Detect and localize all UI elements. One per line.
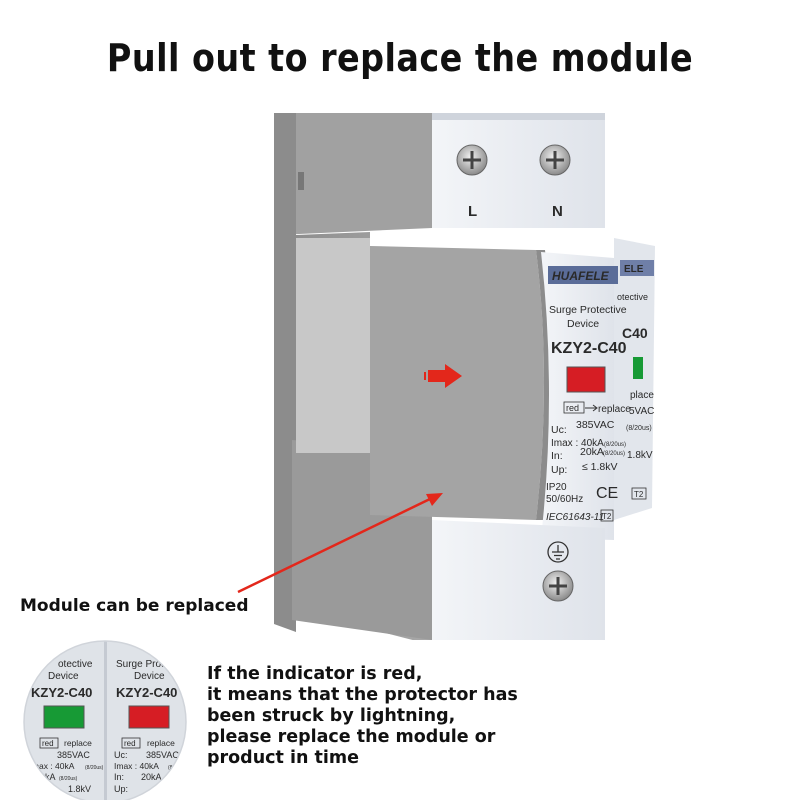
rear-uc-text: 5VAC (629, 406, 654, 417)
module-label-face (541, 252, 614, 540)
note-line: please replace the module or (207, 727, 496, 747)
legend-text: replace (598, 404, 631, 415)
callout-label: Module can be replaced (20, 596, 249, 616)
zoom-right-in-label: In: (114, 772, 124, 782)
rear-model-text: C40 (622, 325, 648, 341)
zoom-right-up-label: Up: (114, 784, 128, 794)
zoom-left-uc: 385VAC (57, 750, 90, 760)
indicator-red (566, 366, 606, 393)
indicator-explanation: If the indicator is red, it means that t… (207, 664, 518, 769)
zoom-right-model: KZY2-C40 (116, 685, 177, 700)
face-top-edge (432, 113, 605, 120)
zoom-right-line1: Surge Prot (116, 659, 164, 670)
face-bottom (432, 520, 605, 640)
rear-label-text: otective (617, 292, 648, 302)
terminal-l-label: L (468, 203, 477, 220)
spec-in-label: In: (551, 450, 563, 462)
ip-rating: IP20 (546, 482, 567, 493)
housing-top (277, 113, 432, 235)
module-cover (370, 246, 544, 520)
legend-box-text: red (566, 403, 579, 413)
terminal-n-label: N (552, 203, 563, 220)
brand-bar (548, 266, 618, 284)
din-slot (296, 238, 370, 453)
ce-mark: CE (596, 485, 618, 502)
zoom-left-imax: lmax : 40kA (30, 761, 75, 771)
zoom-right-imax: Imax : 40kA (114, 761, 159, 771)
spec-uc-value: 385VAC (576, 419, 615, 431)
zoom-right-uc: 385VAC (146, 750, 179, 760)
label-line1: Surge Protective (549, 304, 627, 316)
rear-brand-text: ELE (624, 264, 644, 275)
rear-class-tag: T2 (634, 490, 644, 499)
zoom-right-line2: Device (134, 671, 165, 682)
spec-up-value: ≤ 1.8kV (582, 461, 618, 473)
label-line2: Device (567, 318, 599, 330)
zoom-left-in-note: (8/20us) (59, 776, 78, 782)
rear-legend-text: place (630, 390, 654, 401)
note-line: it means that the protector has (207, 685, 518, 705)
housing-side (274, 113, 296, 632)
zoom-left-legend-box: red (42, 739, 54, 748)
spec-in-note: (8/20us) (603, 451, 625, 457)
spec-imax-note: (8/20us) (604, 442, 626, 448)
zoom-left-model: KZY2-C40 (31, 685, 92, 700)
frequency: 50/60Hz (546, 494, 583, 505)
model-text: KZY2-C40 (551, 340, 627, 357)
note-line: If the indicator is red, (207, 664, 423, 684)
zoom-right-legend-text: replace (147, 738, 175, 748)
zoom-right-legend-box: red (124, 739, 136, 748)
rear-imax-text: (8/20us) (626, 425, 652, 432)
zoom-right-uc-label: Uc: (114, 750, 128, 760)
housing-notch (298, 172, 304, 190)
zoom-indicator-red (128, 705, 170, 729)
page-headline: Pull out to replace the module (106, 36, 694, 80)
zoom-left-up: 1.8kV (68, 784, 91, 794)
callout-arrow-icon (237, 496, 433, 594)
class-tag: T2 (602, 512, 612, 521)
rear-indicator-green (633, 357, 643, 379)
face-top (432, 113, 605, 228)
zoom-indicator-green (43, 705, 85, 729)
spec-up-label: Up: (551, 464, 567, 476)
spec-in-value: 20kA (580, 446, 604, 458)
earth-symbol-icon (547, 541, 569, 563)
rear-up-text: 1.8kV (627, 450, 653, 461)
zoom-left-imax-note: (8/20us) (85, 765, 104, 771)
zoom-right-in: 20kA (141, 772, 162, 782)
zoom-left-legend-text: replace (64, 738, 92, 748)
spec-imax: Imax : 40kA (551, 438, 604, 449)
rear-brand-bar (620, 260, 654, 276)
zoom-left-line2: Device (48, 671, 79, 682)
surge-protector-illustration: L N ELE otective C40 place 5VAC (8/20us)… (237, 113, 655, 640)
brand-text: HUAFELE (552, 269, 610, 283)
standard-text: IEC61643-11 (546, 512, 604, 523)
note-line: product in time (207, 748, 360, 768)
spec-uc-label: Uc: (551, 424, 567, 436)
note-line: been struck by lightning, (207, 706, 456, 726)
zoom-left-line1: otective (58, 659, 93, 670)
module-pull-arrow-icon (430, 364, 462, 388)
